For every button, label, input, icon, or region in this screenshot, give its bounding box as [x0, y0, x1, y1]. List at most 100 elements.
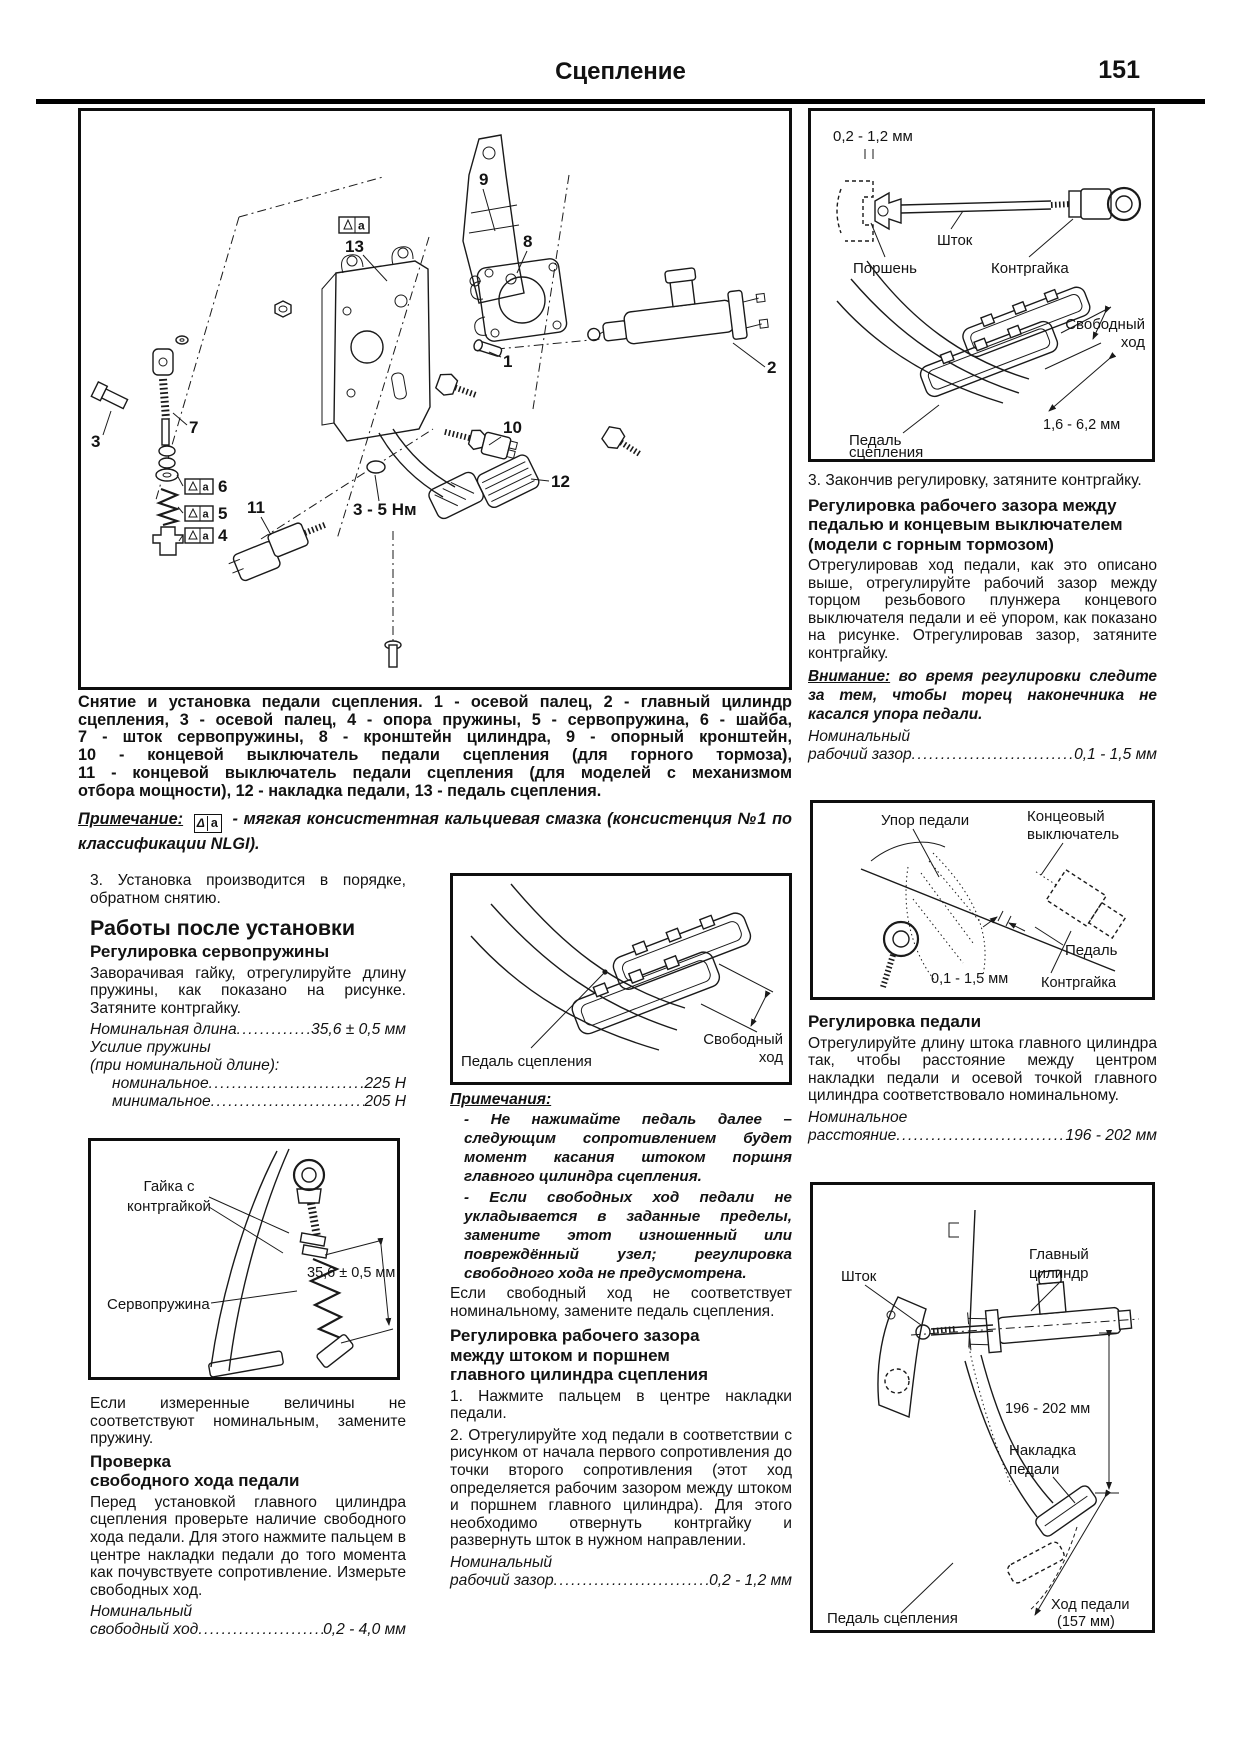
- locknut-label: Контргайка: [991, 260, 1069, 277]
- svg-text:ход: ход: [759, 1049, 783, 1066]
- pedal-travel-label: Ход педали: [1051, 1597, 1129, 1613]
- svg-text:2: 2: [767, 358, 776, 377]
- caption-line: 7 - шток сервопружины, 8 - кронштейн цил…: [78, 728, 792, 747]
- clearance-dimension-label: 0,1 - 1,5 мм: [931, 971, 1008, 987]
- svg-text:a: a: [203, 531, 210, 543]
- clutch-pedal-label: Педаль сцепления: [461, 1053, 592, 1070]
- note-out-of-range: - Если свободных ход педали не укладывае…: [464, 1189, 792, 1282]
- svg-text:4: 4: [218, 526, 228, 545]
- clutch-pedal-label: Педаль сцепления: [827, 1610, 958, 1627]
- note-do-not-press: - Не нажимайте педаль далее – следующим …: [464, 1111, 792, 1185]
- pivot-nut: [366, 460, 386, 474]
- bottom-bolt: [384, 640, 402, 668]
- page-number: 151: [1098, 56, 1140, 84]
- push-rod: [900, 186, 1142, 222]
- spec-working-clearance-head: Номинальный: [450, 1554, 553, 1572]
- svg-text:цилиндр: цилиндр: [1029, 1265, 1088, 1282]
- spec-spring-force-sub: (при номинальной длине):: [90, 1057, 280, 1075]
- svg-text:5: 5: [218, 504, 227, 523]
- warning-note: Внимание: во время регулировки следите з…: [808, 667, 1157, 723]
- svg-text:a: a: [203, 509, 210, 521]
- pedal-pad-lower: [919, 320, 1059, 398]
- subheading-free-play-check: Проверка свободного хода педали: [90, 1451, 300, 1491]
- note-text: - мягкая консистентная кальциевая смазка…: [78, 810, 792, 853]
- spec-distance-head: Номинальное: [808, 1108, 908, 1126]
- master-cylinder-label: Главный: [1029, 1246, 1089, 1263]
- spec-spring-force-head: Усилие пружины: [90, 1039, 211, 1057]
- replace-pedal-note: Если свободный ход не соответствует номи…: [450, 1285, 792, 1320]
- pedal-adjustment-drawing: Шток Главный цилиндр 196 - 202 мм Наклад…: [827, 1209, 1140, 1630]
- piston-label: Поршень: [853, 260, 917, 277]
- spec-switch-clearance: рабочий зазор ..........................…: [808, 745, 1157, 763]
- end-switch-clearance-drawing: Упор педали Концеовый выключатель Педаль…: [860, 808, 1127, 991]
- svg-text:сцепления: сцепления: [849, 444, 923, 459]
- middle-column: Примечания: - Не нажимайте педаль далее …: [450, 1090, 792, 1590]
- pedal-pad-pressed: [571, 951, 721, 1035]
- clutch-pedal-exploded-drawing: a a a a: [90, 134, 776, 668]
- switch-clearance-procedure: Отрегулировав ход педали, как это описан…: [808, 557, 1157, 663]
- notes-label: Примечания:: [450, 1091, 552, 1108]
- callout-numbers: 9 8 13 1 2 10 12 11 3 7 6 5 4 3 - 5 Нм: [91, 170, 776, 545]
- svg-text:педали: педали: [1009, 1461, 1059, 1478]
- main-figure-caption: Снятие и установка педали сцепления. 1 -…: [78, 693, 792, 800]
- clearance-dimension-label: 0,2 - 1,2 мм: [833, 128, 913, 145]
- warning-label: Внимание:: [808, 667, 891, 685]
- caption-line: 11 - концевой выключатель педали сцеплен…: [78, 763, 792, 782]
- distance-dimension-label: 196 - 202 мм: [1005, 1401, 1090, 1417]
- servo-spring-drawing: Гайка с контргайкой 35,6 ± 0,5 мм Сервоп…: [107, 1148, 395, 1377]
- right-column-top: 3. Закончив регулировку, затяните контрг…: [808, 472, 1157, 764]
- piston: [874, 191, 902, 231]
- pedal-pad-label: Накладка: [1009, 1442, 1077, 1459]
- subheading-pedal-adjust: Регулировка педали: [808, 1012, 982, 1031]
- note-label: Примечание:: [78, 810, 184, 828]
- pedal-pad-upper: [962, 286, 1091, 358]
- master-cylinder-2: [587, 267, 769, 345]
- pedal-arm-and-pads: [378, 428, 540, 520]
- grease-icon: a: [184, 478, 214, 495]
- pedal-label: Педаль: [1065, 942, 1118, 959]
- leader-lines: [102, 188, 766, 542]
- left-column-top: 3. Установка производится в порядке, обр…: [90, 872, 406, 1111]
- caption-line: отбора мощности), 12 - накладка педали, …: [78, 781, 602, 800]
- subheading-rod-piston-clearance: Регулировка рабочего зазора между штоком…: [450, 1326, 709, 1385]
- end-switch-label: Концеовый: [1027, 808, 1105, 825]
- svg-text:11: 11: [247, 498, 265, 517]
- eye-bolt: [880, 920, 920, 988]
- clearance-step-1: 1. Нажмите пальцем в центре накладки пед…: [450, 1387, 792, 1423]
- tighten-locknut-step: 3. Закончив регулировку, затяните контрг…: [808, 472, 1142, 489]
- grease-icon: a: [338, 216, 370, 234]
- pedal-arm: [964, 1354, 1097, 1612]
- spec-free-play-head: Номинальный: [90, 1603, 193, 1621]
- svg-text:(157 мм): (157 мм): [1057, 1614, 1115, 1630]
- free-play-label: Свободный: [1065, 316, 1145, 333]
- replace-spring-note: Если измеренные величины не соответствую…: [90, 1395, 406, 1448]
- svg-text:1: 1: [503, 352, 512, 371]
- svg-text:6: 6: [218, 477, 227, 496]
- pedal-bracket: [877, 1296, 927, 1418]
- subheading-servo-spring: Регулировка сервопружины: [90, 942, 330, 962]
- mounting-bolt: [434, 373, 479, 399]
- rod-piston-clearance-drawing: 0,2 - 1,2 мм Шток Поршень Контргайка: [833, 128, 1145, 459]
- install-step: 3. Установка производится в порядке, обр…: [90, 872, 406, 907]
- pivot-bolt-3: [90, 380, 129, 410]
- servo-spring-label: Сервопружина: [107, 1296, 210, 1313]
- free-play-label: Свободный: [703, 1031, 783, 1048]
- svg-text:7: 7: [189, 418, 198, 437]
- pedal-bracket-13: [321, 246, 431, 442]
- hex-nut: [274, 300, 292, 318]
- spec-force-minimal: минимальное ............................…: [112, 1093, 406, 1111]
- left-column-bottom: Если измеренные величины не соответствую…: [90, 1395, 406, 1639]
- free-play-check-procedure: Перед установкой главного цилиндра сцепл…: [90, 1493, 406, 1599]
- spec-switch-clearance-head: Номинальный: [808, 727, 911, 745]
- main-exploded-figure: a a a a: [78, 108, 792, 690]
- locknut-label: Контргайка: [1041, 975, 1117, 991]
- end-switch-body: [1035, 868, 1127, 939]
- spec-working-clearance: рабочий зазор ..........................…: [450, 1572, 792, 1590]
- caption-line: сцепления, 3 - осевой палец, 4 - опора п…: [78, 710, 792, 729]
- svg-text:выключатель: выключатель: [1027, 826, 1119, 843]
- pedal-adjust-procedure: Отрегулируйте длину штока главного цилин…: [808, 1034, 1157, 1105]
- svg-text:a: a: [203, 482, 210, 494]
